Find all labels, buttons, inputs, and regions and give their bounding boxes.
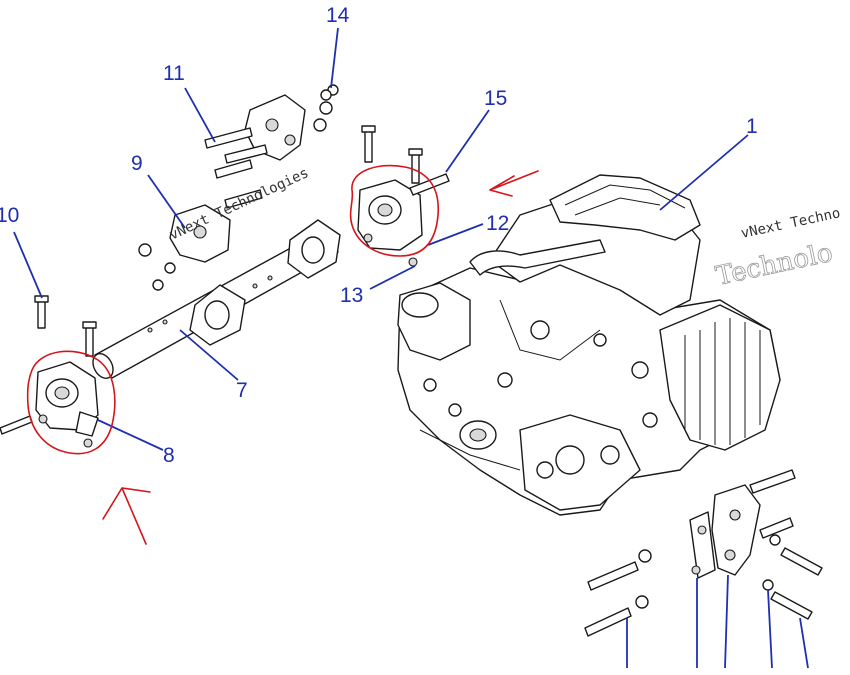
left-mount-bracket bbox=[0, 321, 99, 448]
callout-14: 14 bbox=[326, 4, 350, 27]
callout-15: 15 bbox=[484, 87, 507, 110]
callout-13: 13 bbox=[340, 284, 363, 307]
callout-10: 10 bbox=[0, 204, 19, 227]
watermark-text-3: Technolo bbox=[713, 238, 835, 292]
upper-bracket-set bbox=[204, 84, 339, 179]
mid-bracket-set bbox=[34, 189, 263, 329]
callout-labels: 1 7 8 9 10 11 12 13 14 15 bbox=[0, 4, 758, 467]
callout-12: 12 bbox=[486, 212, 509, 235]
watermark-text-1: vNext Technologies bbox=[167, 165, 311, 244]
mount-shaft bbox=[92, 219, 341, 379]
callout-9: 9 bbox=[131, 152, 143, 175]
callout-11: 11 bbox=[163, 62, 185, 85]
callout-1: 1 bbox=[746, 115, 758, 138]
watermark-text-2: vNext Techno bbox=[740, 205, 842, 242]
callout-7: 7 bbox=[236, 379, 248, 402]
markup-circle-left-bracket bbox=[26, 350, 116, 455]
lower-right-bracket-set bbox=[584, 469, 823, 637]
right-mount-bracket bbox=[357, 125, 450, 267]
markup-circle-right-bracket bbox=[349, 164, 440, 257]
red-markup bbox=[26, 164, 539, 545]
engine-assembly bbox=[397, 174, 781, 516]
callout-8: 8 bbox=[163, 444, 175, 467]
markup-arrow-right bbox=[489, 170, 539, 197]
markup-arrow-left bbox=[102, 487, 151, 545]
leader-lines bbox=[13, 27, 809, 669]
